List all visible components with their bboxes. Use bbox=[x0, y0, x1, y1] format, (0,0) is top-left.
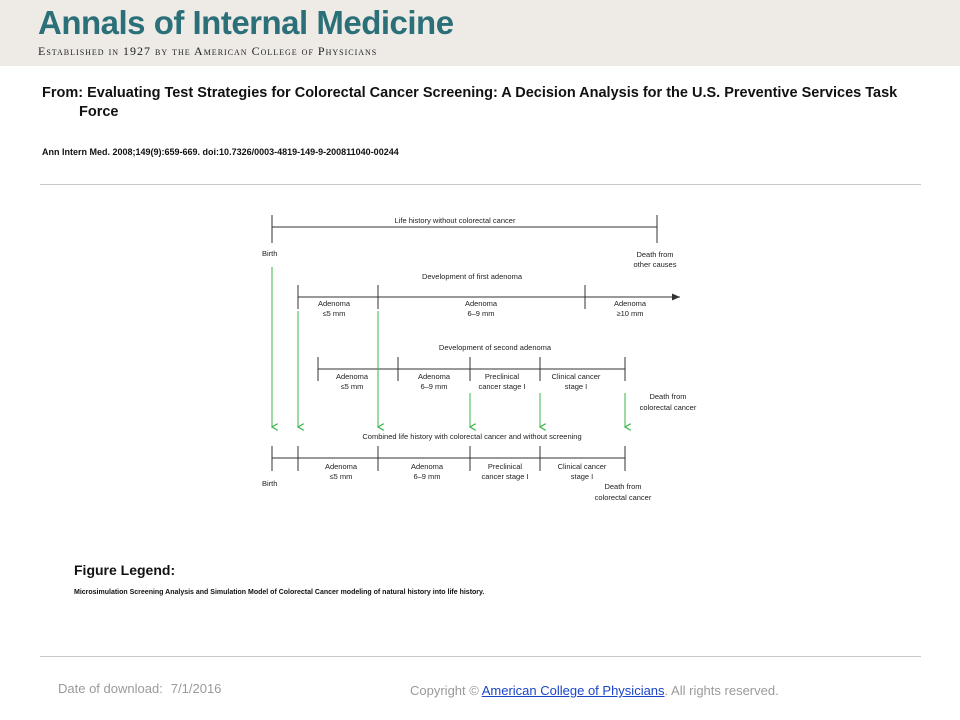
copyright-notice: Copyright © American College of Physicia… bbox=[410, 683, 779, 698]
article-citation: Ann Intern Med. 2008;149(9):659-669. doi… bbox=[42, 147, 399, 157]
combined-seg4-line1: Clinical cancer bbox=[558, 462, 607, 471]
figure-legend-title: Figure Legend: bbox=[74, 562, 176, 578]
death-other-causes-line2: other causes bbox=[634, 260, 677, 269]
death-crc-line2: colorectal cancer bbox=[640, 403, 697, 412]
second-seg3-line1: Preclinical bbox=[485, 372, 520, 381]
second-seg4-line2: stage I bbox=[565, 382, 588, 391]
journal-tagline: Established in 1927 by the American Coll… bbox=[38, 44, 378, 58]
projection-arrows bbox=[272, 267, 625, 427]
figure-legend-text: Microsimulation Screening Analysis and S… bbox=[74, 589, 485, 596]
first-seg1-line2: ≤5 mm bbox=[323, 309, 346, 318]
birth-label-bottom: Birth bbox=[262, 479, 277, 488]
combined-seg3-line1: Preclinical bbox=[488, 462, 523, 471]
download-info: Date of download: 7/1/2016 bbox=[58, 681, 229, 696]
copyright-prefix: Copyright © bbox=[410, 683, 479, 698]
download-date: 7/1/2016 bbox=[170, 681, 222, 696]
second-seg1-line2: ≤5 mm bbox=[341, 382, 364, 391]
second-seg2-line1: Adenoma bbox=[418, 372, 451, 381]
death-crc-bottom-line2: colorectal cancer bbox=[595, 493, 652, 502]
death-other-causes-line1: Death from bbox=[636, 250, 673, 259]
death-crc-line1: Death from bbox=[649, 392, 686, 401]
first-seg3-line1: Adenoma bbox=[614, 299, 647, 308]
combined-timeline: Combined life history with colorectal ca… bbox=[262, 432, 652, 502]
birth-label: Birth bbox=[262, 249, 277, 258]
second-seg3-line2: cancer stage I bbox=[478, 382, 525, 391]
first-seg2-line2: 6–9 mm bbox=[467, 309, 494, 318]
divider-top bbox=[40, 184, 921, 185]
combined-seg1-line1: Adenoma bbox=[325, 462, 358, 471]
download-label: Date of download: bbox=[58, 681, 163, 696]
acp-link[interactable]: American College of Physicians bbox=[481, 683, 665, 698]
death-crc-bottom-line1: Death from bbox=[604, 482, 641, 491]
life-history-timeline: Life history without colorectal cancer B… bbox=[262, 215, 677, 269]
first-adenoma-timeline: Development of first adenoma Adenoma ≤5 … bbox=[297, 272, 680, 318]
journal-masthead: Annals of Internal Medicine Established … bbox=[0, 0, 960, 66]
combined-seg4-line2: stage I bbox=[571, 472, 594, 481]
journal-logo: Annals of Internal Medicine bbox=[38, 4, 454, 41]
first-adenoma-label: Development of first adenoma bbox=[422, 272, 523, 281]
second-seg4-line1: Clinical cancer bbox=[552, 372, 601, 381]
life-history-diagram: Life history without colorectal cancer B… bbox=[262, 215, 697, 502]
copyright-suffix: . All rights reserved. bbox=[664, 683, 779, 698]
combined-seg3-line2: cancer stage I bbox=[481, 472, 528, 481]
combined-label: Combined life history with colorectal ca… bbox=[362, 432, 581, 441]
second-seg1-line1: Adenoma bbox=[336, 372, 369, 381]
second-seg2-line2: 6–9 mm bbox=[420, 382, 447, 391]
article-title: From: Evaluating Test Strategies for Col… bbox=[42, 85, 898, 120]
combined-seg2-line1: Adenoma bbox=[411, 462, 444, 471]
combined-seg2-line2: 6–9 mm bbox=[413, 472, 440, 481]
second-adenoma-label: Development of second adenoma bbox=[439, 343, 552, 352]
combined-seg1-line2: ≤5 mm bbox=[330, 472, 353, 481]
life-history-label: Life history without colorectal cancer bbox=[395, 216, 516, 225]
first-seg2-line1: Adenoma bbox=[465, 299, 498, 308]
second-adenoma-timeline: Development of second adenoma Adenoma ≤5… bbox=[317, 343, 697, 412]
first-seg3-line2: ≥10 mm bbox=[616, 309, 643, 318]
first-seg1-line1: Adenoma bbox=[318, 299, 351, 308]
divider-bottom bbox=[40, 656, 921, 657]
